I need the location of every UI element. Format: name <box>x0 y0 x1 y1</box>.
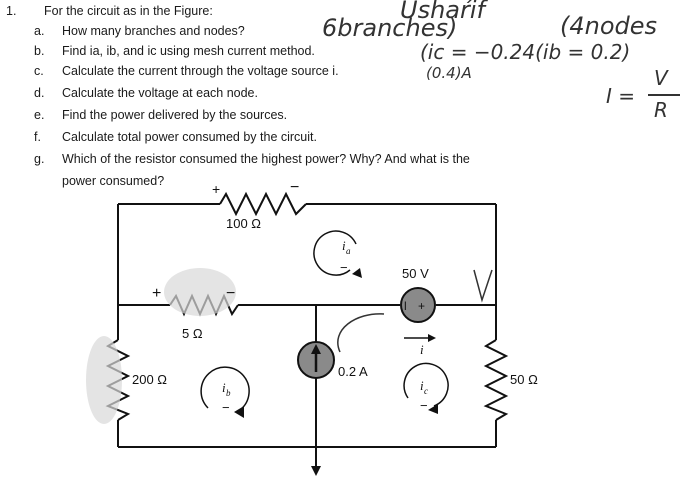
r5-plus: + <box>152 285 161 302</box>
item-c-text: Calculate the current through the voltag… <box>62 64 339 78</box>
r5-minus: − <box>226 285 235 302</box>
handwritten-nodes: (4nodes <box>560 12 658 40</box>
ib-sub: b <box>226 388 231 398</box>
fraction-bar <box>648 94 680 96</box>
r-right-label: 50 Ω <box>510 372 538 387</box>
item-a-letter: a. <box>34 24 45 38</box>
ground-icon <box>311 466 321 476</box>
item-g-cont: power consumed? <box>62 174 165 188</box>
handwritten-branches: 6branches) <box>322 14 458 42</box>
r100-minus: − <box>290 179 299 196</box>
mesh-ic-arrow-icon <box>403 362 449 407</box>
i-src-label: i <box>420 342 424 357</box>
r-top-label: 100 Ω <box>226 216 261 231</box>
ib-label: i <box>222 380 226 395</box>
ic-label: i <box>420 378 424 393</box>
ic-minus: − <box>420 398 428 413</box>
handwritten-ohm-i: I = <box>606 84 636 108</box>
problem-intro: For the circuit as in the Figure: <box>44 4 213 18</box>
item-e-letter: e. <box>34 108 45 122</box>
svg-text:l: l <box>404 299 407 313</box>
mesh-ib-arrow-icon <box>200 366 250 411</box>
item-d-text: Calculate the voltage at each node. <box>62 86 258 100</box>
voltage-source-icon <box>400 287 436 323</box>
item-d-letter: d. <box>34 86 45 100</box>
item-g-text: Which of the resistor consumed the highe… <box>62 152 470 166</box>
resistor-50-icon <box>483 339 509 421</box>
handwritten-name: Ushaŕif <box>400 0 485 24</box>
r100-plus: + <box>212 181 220 197</box>
current-arrow-icon <box>428 334 436 342</box>
v-source-label: 50 V <box>402 266 429 281</box>
item-c-letter: c. <box>34 64 44 78</box>
item-f-letter: f. <box>34 130 41 144</box>
r-left-label: 200 Ω <box>132 372 167 387</box>
handwritten-ohm-r: R <box>654 98 668 122</box>
mesh-ia-arrow-icon <box>313 230 357 276</box>
ib-minus: − <box>222 400 230 415</box>
item-e-text: Find the power delivered by the sources. <box>62 108 288 122</box>
item-g-letter: g. <box>34 152 45 166</box>
resistor-100-icon <box>219 191 307 217</box>
handwritten-i-eq: (0.4)A <box>426 64 472 82</box>
problem-number: 1. <box>6 4 17 18</box>
handwritten-ic-eq: (ic = −0.24(ib = 0.2) <box>420 40 631 64</box>
item-f-text: Calculate total power consumed by the ci… <box>62 130 317 144</box>
ic-sub: c <box>424 386 428 396</box>
r-mid-label: 5 Ω <box>182 326 203 341</box>
c-source-label: 0.2 A <box>338 364 368 379</box>
ia-minus: − <box>340 260 348 275</box>
handwritten-ohm-v: V <box>654 66 668 90</box>
vs-plus: + <box>418 299 425 313</box>
item-a-text: How many branches and nodes? <box>62 24 245 38</box>
ia-label: i <box>342 238 346 253</box>
ia-sub: a <box>346 246 351 256</box>
item-b-text: Find ia, ib, and ic using mesh current m… <box>62 44 315 58</box>
circuit-wires <box>117 203 497 470</box>
item-b-letter: b. <box>34 44 45 58</box>
